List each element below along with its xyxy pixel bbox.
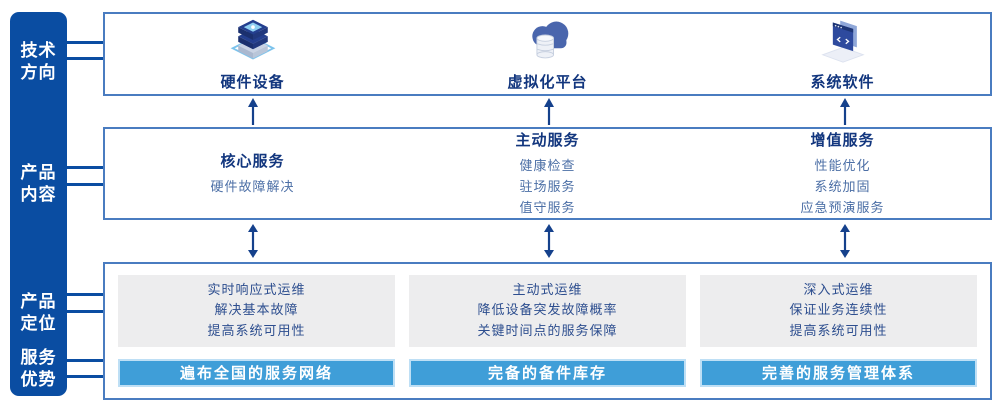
service-title: 主动服务 [515, 131, 580, 149]
up-arrow [248, 98, 258, 125]
sidebar-item-product-positioning: 产品 定位 [20, 292, 57, 334]
double-arrow [544, 224, 554, 258]
positioning-column-proactive: 主动式运维 降低设备突发故障概率 关键时间点的服务保障 完备的备件库存 [409, 275, 686, 387]
positioning-line: 提高系统可用性 [789, 323, 888, 339]
connector-line [64, 166, 103, 169]
hardware-stack-icon [224, 16, 282, 69]
connector-line [64, 57, 103, 60]
service-item: 健康检查 [519, 157, 576, 173]
connector-line [64, 375, 103, 378]
sidebar-item-service-advantage: 服务 优势 [20, 348, 57, 390]
positioning-panel: 深入式运维 保证业务连续性 提高系统可用性 [700, 275, 977, 347]
positioning-line: 实时响应式运维 [207, 281, 306, 297]
positioning-line: 关键时间点的服务保障 [477, 323, 618, 339]
service-column-core: 核心服务 硬件故障解决 [105, 129, 400, 218]
tech-label-hardware: 硬件设备 [220, 74, 285, 91]
code-window-icon [814, 16, 872, 69]
advantage-bar: 遍布全国的服务网络 [118, 358, 395, 387]
positioning-line: 主动式运维 [512, 281, 583, 297]
positioning-advantage-box: 实时响应式运维 解决基本故障 提高系统可用性 遍布全国的服务网络 主动式运维 降… [103, 262, 992, 400]
service-item: 系统加固 [814, 178, 871, 194]
advantage-bar: 完备的备件库存 [409, 358, 686, 387]
sidebar-item-tech-direction: 技术 方向 [20, 41, 57, 83]
service-item: 驻场服务 [519, 178, 576, 194]
connector-line [64, 310, 103, 313]
service-title: 增值服务 [810, 131, 875, 149]
positioning-column-realtime: 实时响应式运维 解决基本故障 提高系统可用性 遍布全国的服务网络 [118, 275, 395, 387]
service-item: 值守服务 [519, 200, 576, 216]
sidebar: 技术 方向 产品 内容 产品 定位 服务 优势 [10, 12, 67, 396]
tech-column-hardware: 硬件设备 [105, 14, 400, 94]
service-title: 核心服务 [220, 152, 285, 170]
connector-line [64, 359, 103, 362]
tech-column-software: 系统软件 [695, 14, 990, 94]
tech-label-virtualization: 虚拟化平台 [507, 74, 588, 91]
positioning-panel: 实时响应式运维 解决基本故障 提高系统可用性 [118, 275, 395, 347]
advantage-bar: 完善的服务管理体系 [700, 358, 977, 387]
double-arrow [248, 224, 258, 258]
sidebar-item-product-content: 产品 内容 [20, 163, 57, 205]
tech-column-virtualization: 虚拟化平台 [400, 14, 695, 94]
cloud-database-icon [519, 16, 577, 69]
positioning-panel: 主动式运维 降低设备突发故障概率 关键时间点的服务保障 [409, 275, 686, 347]
positioning-line: 保证业务连续性 [789, 302, 888, 318]
service-item: 性能优化 [814, 157, 871, 173]
positioning-line: 提高系统可用性 [207, 323, 306, 339]
up-arrow [840, 98, 850, 125]
tech-label-software: 系统软件 [810, 74, 875, 91]
product-content-box: 核心服务 硬件故障解决 主动服务 健康检查 驻场服务 值守服务 增值服务 性能优… [103, 127, 992, 220]
connector-line [64, 293, 103, 296]
connector-line [64, 41, 103, 44]
positioning-column-deep: 深入式运维 保证业务连续性 提高系统可用性 完善的服务管理体系 [700, 275, 977, 387]
service-column-proactive: 主动服务 健康检查 驻场服务 值守服务 [400, 129, 695, 218]
positioning-line: 解决基本故障 [214, 302, 299, 318]
double-arrow [840, 224, 850, 258]
tech-direction-box: 硬件设备 虚拟化平台 [103, 12, 992, 96]
positioning-line: 深入式运维 [803, 281, 874, 297]
service-column-value-added: 增值服务 性能优化 系统加固 应急预演服务 [695, 129, 990, 218]
positioning-line: 降低设备突发故障概率 [477, 302, 618, 318]
connector-line [64, 183, 103, 186]
service-item: 硬件故障解决 [210, 178, 295, 194]
service-item: 应急预演服务 [800, 200, 885, 216]
up-arrow [544, 98, 554, 125]
